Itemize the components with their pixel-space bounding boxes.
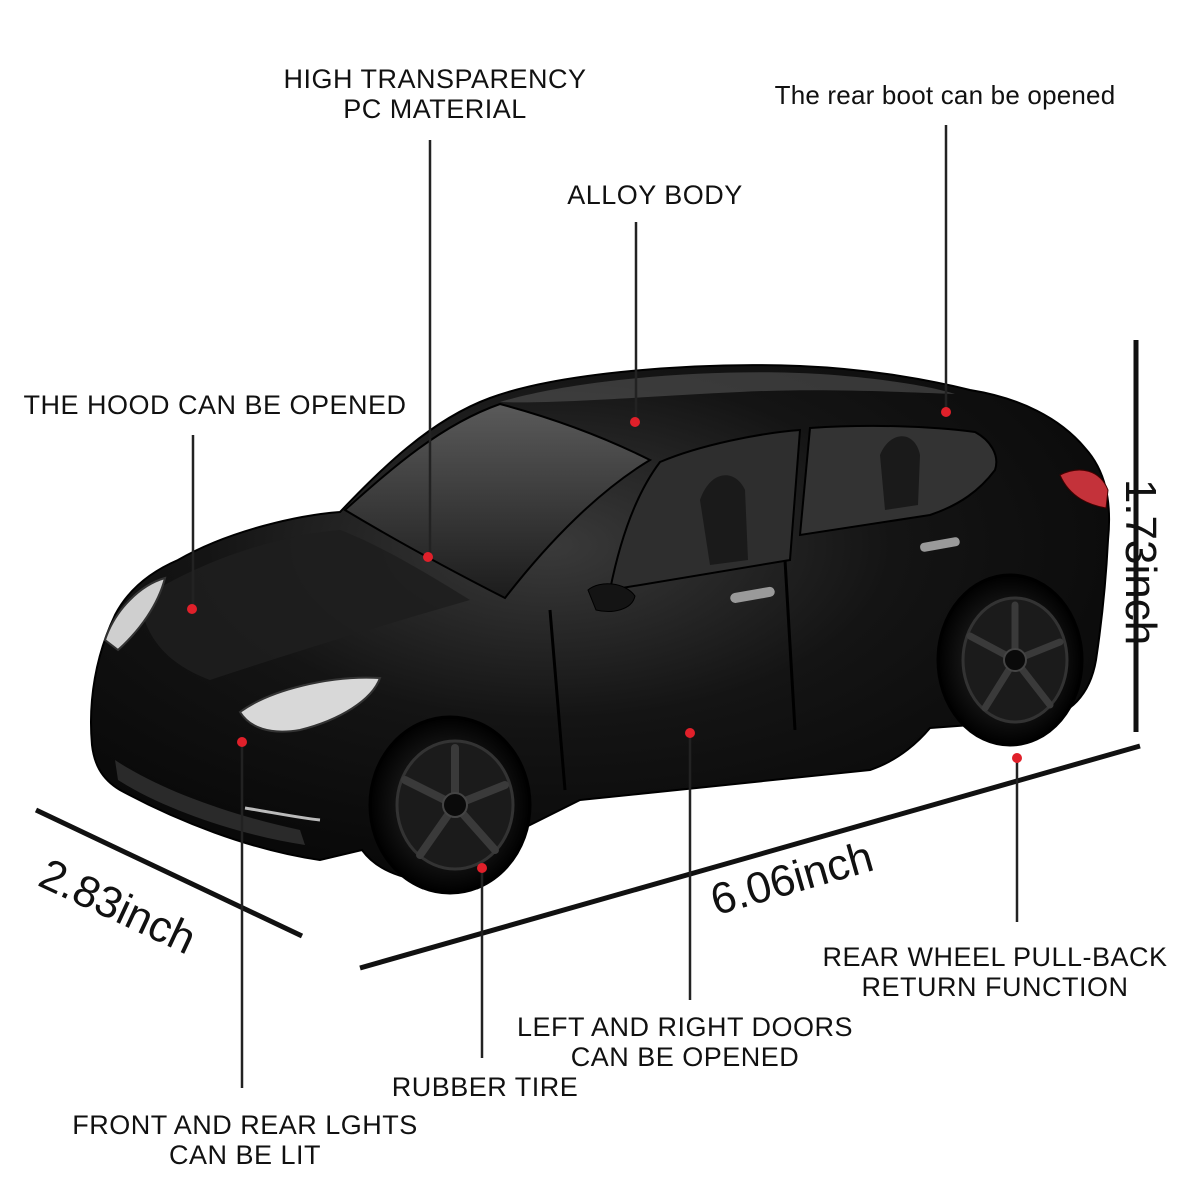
label-lights-line1: FRONT AND REAR LGHTS — [72, 1110, 418, 1140]
length-dimension-line — [359, 743, 1141, 971]
rear-wheel — [936, 573, 1084, 747]
marker-rear-wheel — [1012, 753, 1022, 763]
width-dimension-line — [34, 807, 304, 939]
label-hood: THE HOOD CAN BE OPENED — [23, 390, 407, 420]
marker-doors — [685, 728, 695, 738]
label-lights: FRONT AND REAR LGHTS CAN BE LIT — [40, 1110, 450, 1170]
leader-lines — [191, 125, 1019, 1088]
dimension-lines — [34, 340, 1141, 971]
label-rubber-tire: RUBBER TIRE — [391, 1072, 579, 1102]
label-transparency-line1: HIGH TRANSPARENCY — [283, 64, 587, 94]
label-transparency-line2: PC MATERIAL — [343, 94, 527, 124]
label-doors-line1: LEFT AND RIGHT DOORS — [516, 1012, 854, 1042]
label-alloy-body: ALLOY BODY — [567, 180, 743, 210]
label-rear-wheel-line2: RETURN FUNCTION — [861, 972, 1129, 1002]
marker-alloy-body — [630, 417, 640, 427]
label-rear-wheel: REAR WHEEL PULL-BACK RETURN FUNCTION — [795, 942, 1195, 1002]
height-dimension-label: 1.73inch — [1116, 478, 1165, 646]
car-body — [89, 364, 1111, 882]
front-wheel — [368, 715, 532, 895]
marker-lights — [237, 737, 247, 747]
feature-markers — [187, 407, 1022, 873]
marker-hood — [187, 604, 197, 614]
marker-rear-boot — [941, 407, 951, 417]
label-lights-line2: CAN BE LIT — [168, 1140, 322, 1170]
marker-rubber-tire — [477, 863, 487, 873]
label-rear-wheel-line1: REAR WHEEL PULL-BACK — [822, 942, 1168, 972]
label-rear-boot: The rear boot can be opened — [774, 80, 1116, 110]
marker-transparency — [423, 552, 433, 562]
label-doors-line2: CAN BE OPENED — [570, 1042, 800, 1072]
label-transparency: HIGH TRANSPARENCY PC MATERIAL — [250, 64, 620, 124]
label-doors: LEFT AND RIGHT DOORS CAN BE OPENED — [490, 1012, 880, 1072]
